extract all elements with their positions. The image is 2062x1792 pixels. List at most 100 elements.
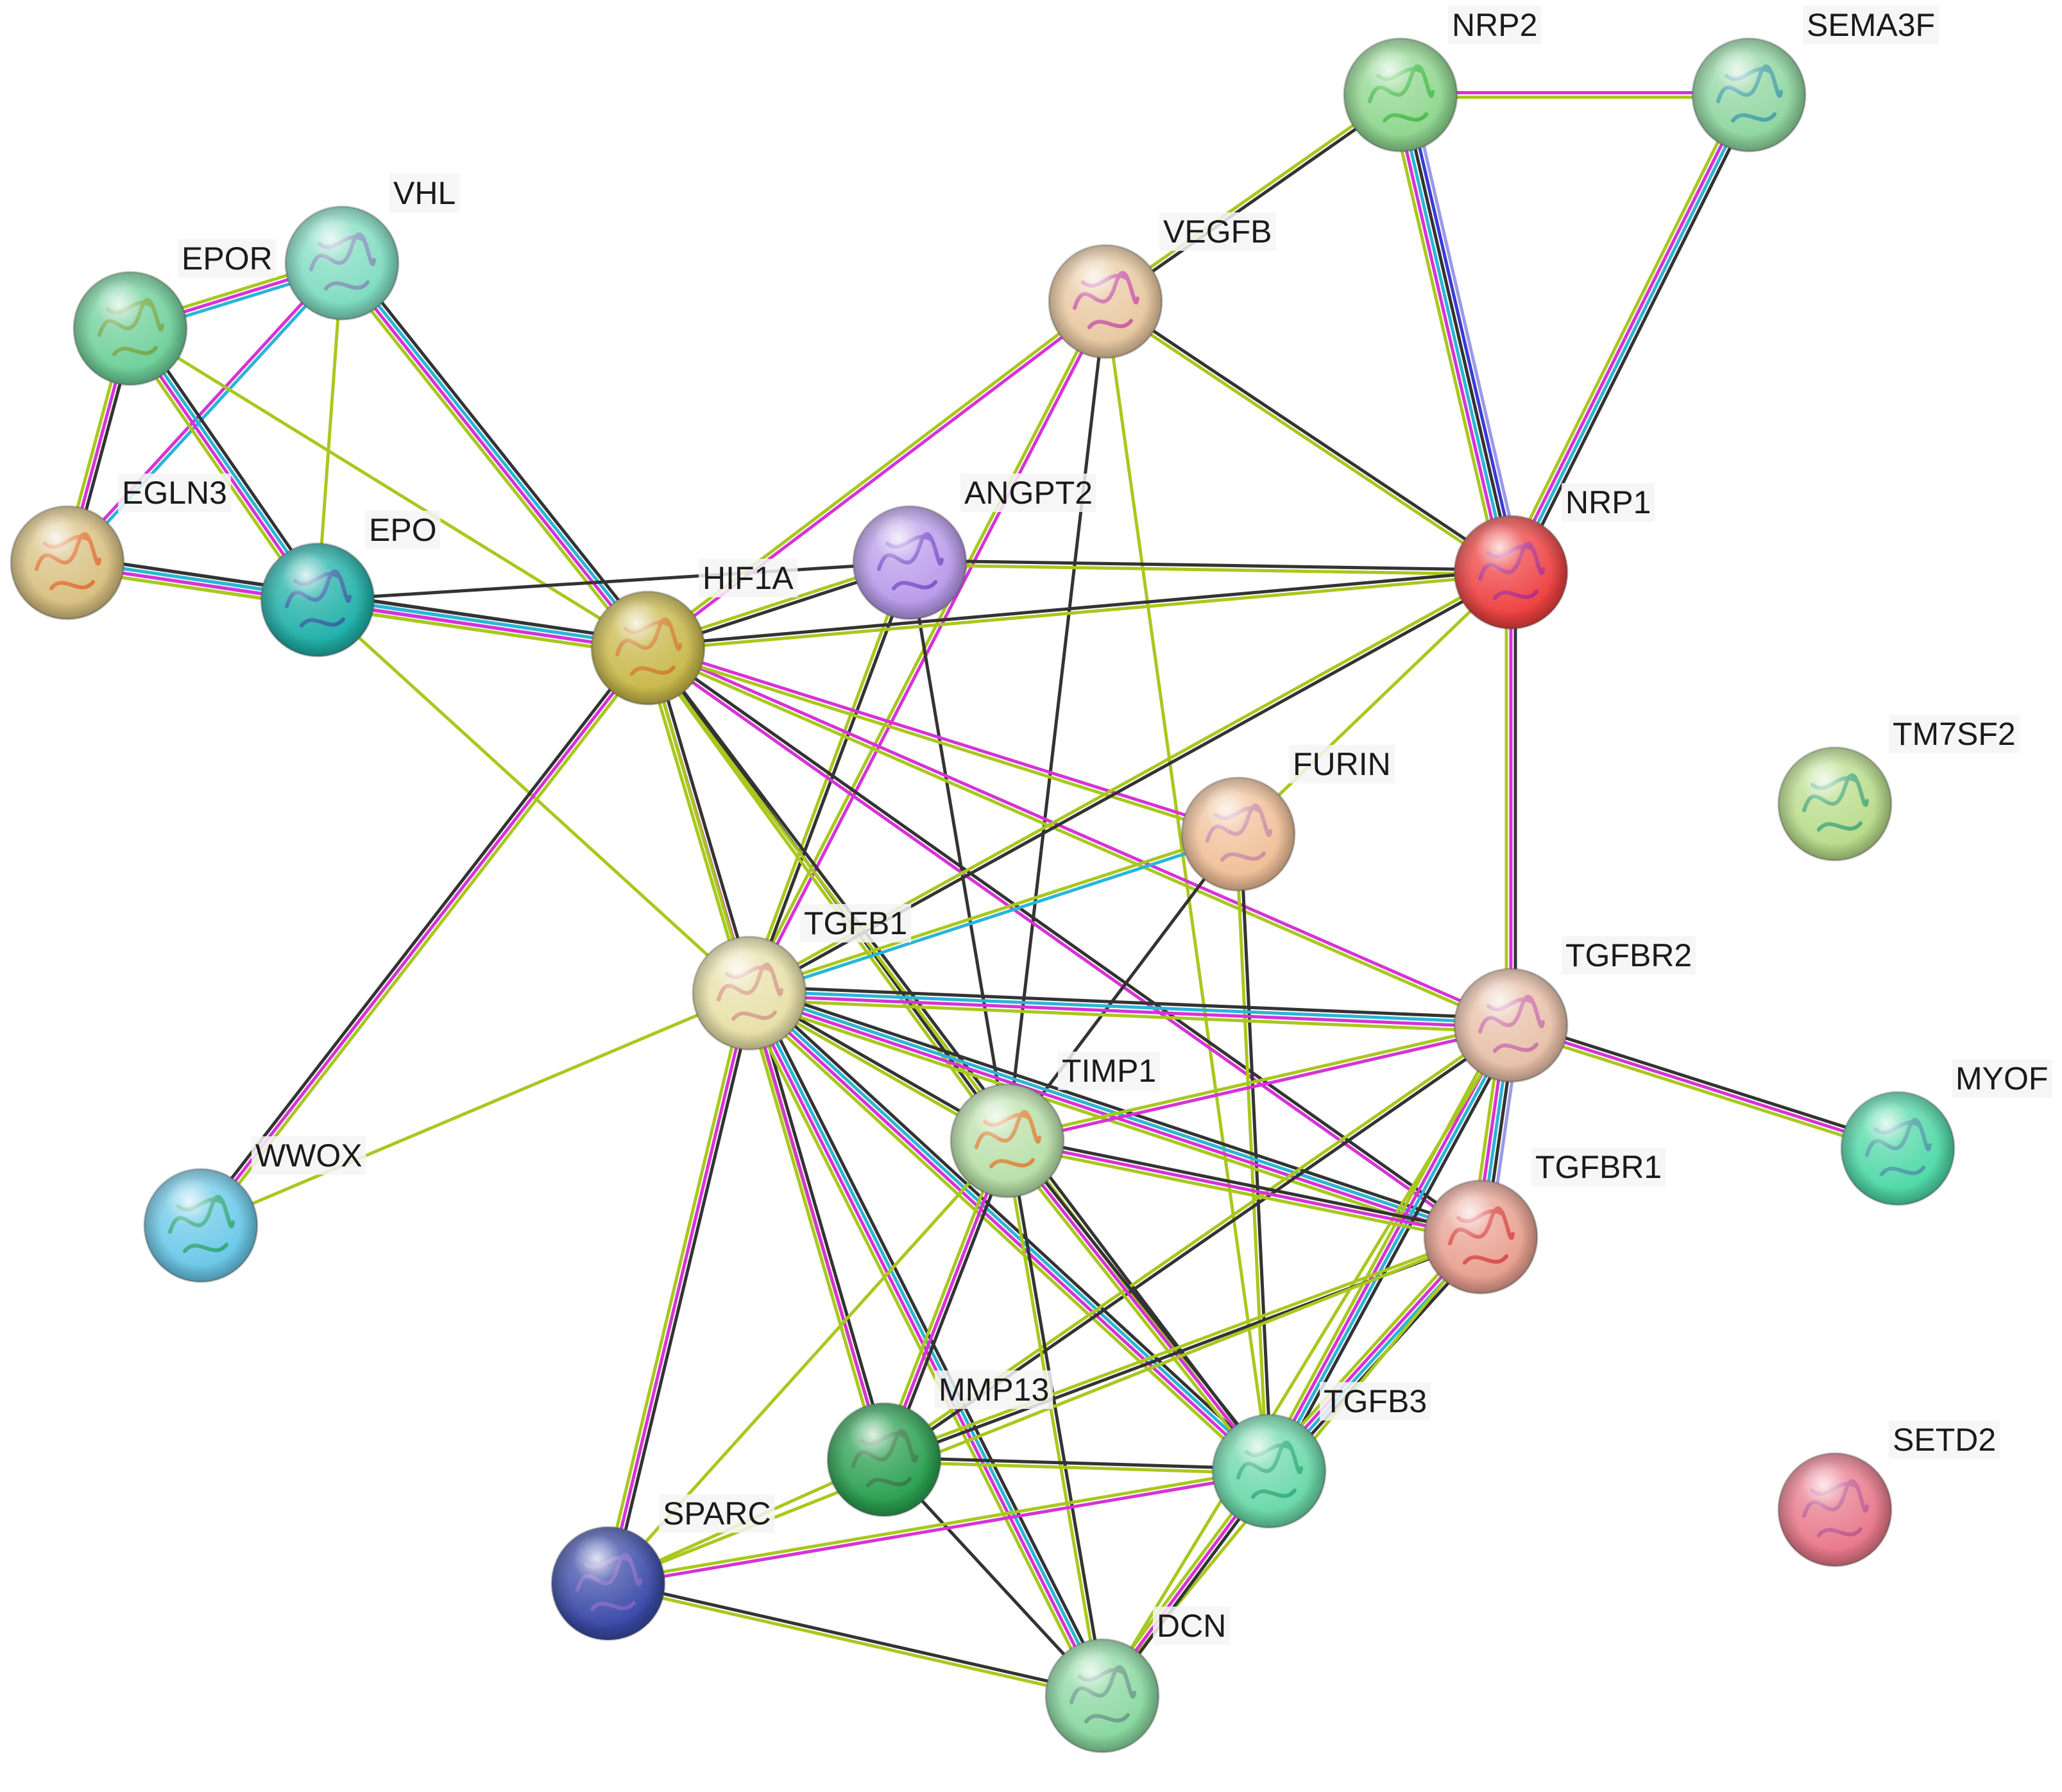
- node-label-background: [1531, 1148, 1666, 1186]
- node-label-background: [1153, 1607, 1231, 1645]
- evidence-line-lime: [908, 563, 1513, 576]
- evidence-line-lime: [606, 1583, 1103, 1700]
- evidence-line-black: [1006, 1134, 1483, 1234]
- node-epo[interactable]: EPO: [260, 511, 441, 658]
- evidence-line-black: [607, 1580, 1105, 1696]
- edge-timp1-dcn: [1003, 1138, 1106, 1698]
- evidence-line-lime: [1005, 1021, 1512, 1141]
- node-mmp13[interactable]: MMP13: [826, 1370, 1053, 1517]
- evidence-line-magenta: [607, 1471, 1272, 1587]
- node-label-tgfb3: TGFB3: [1324, 1383, 1427, 1419]
- node-highlight: [1049, 245, 1162, 358]
- evidence-line-cyan: [748, 834, 1241, 997]
- evidence-line-blue: [1405, 92, 1519, 573]
- evidence-line-magenta: [1507, 92, 1749, 573]
- node-label-angpt2: ANGPT2: [964, 475, 1093, 511]
- edge-nrp2-sema3f: [1399, 91, 1751, 99]
- evidence-line-lime: [642, 647, 747, 996]
- node-timp1[interactable]: TIMP1: [950, 1052, 1161, 1199]
- evidence-line-magenta: [747, 993, 1513, 1029]
- node-setd2[interactable]: SETD2: [1777, 1421, 2000, 1567]
- node-label-tgfbr2: TGFBR2: [1565, 937, 1692, 973]
- evidence-line-lime: [128, 327, 650, 650]
- node-egln3[interactable]: EGLN3: [10, 474, 231, 620]
- evidence-line-magenta: [338, 262, 648, 651]
- evidence-line-black: [611, 993, 756, 1587]
- edge-vhl-egln3: [64, 260, 346, 566]
- node-label-background: [1562, 936, 1696, 975]
- node-label-mmp13: MMP13: [939, 1372, 1049, 1408]
- node-vegfb[interactable]: VEGFB: [1048, 212, 1276, 359]
- edge-furin-tgfb1: [747, 830, 1241, 997]
- edge-nrp1-tgfbr2: [1504, 570, 1517, 1027]
- node-highlight: [1344, 38, 1457, 151]
- node-label-background: [1159, 212, 1276, 251]
- edge-tgfb1-tgfb3: [743, 986, 1275, 1478]
- evidence-line-magenta: [746, 993, 1270, 1475]
- node-label-sema3f: SEMA3F: [1807, 7, 1935, 43]
- evidence-line-magenta: [747, 991, 886, 1462]
- evidence-line-cyan: [747, 989, 1513, 1025]
- edge-mmp13-tgfb3: [882, 1456, 1271, 1475]
- evidence-line-black: [1005, 300, 1107, 1143]
- edge-tgfb1-tgfbr2: [747, 985, 1513, 1034]
- node-vhl[interactable]: VHL: [284, 174, 460, 321]
- node-highlight: [144, 1169, 257, 1282]
- node-tm7sf2[interactable]: TM7SF2: [1777, 715, 2020, 862]
- node-label-background: [960, 474, 1097, 512]
- evidence-line-lime: [645, 648, 1240, 838]
- edge-tgfb1-sparc: [602, 990, 756, 1587]
- edge-epo-angpt2: [316, 561, 912, 602]
- node-tgfbr2[interactable]: TGFBR2: [1453, 936, 1696, 1083]
- node-dcn[interactable]: DCN: [1044, 1607, 1231, 1754]
- evidence-line-lime: [882, 1233, 1482, 1460]
- node-tgfb3[interactable]: TGFB3: [1211, 1382, 1431, 1529]
- edge-tgfb3-sparc: [606, 1467, 1272, 1587]
- edge-vhl-hif1a: [335, 257, 655, 654]
- evidence-line-black: [1007, 1138, 1106, 1697]
- evidence-line-lime: [1100, 1023, 1513, 1698]
- edge-hif1a-nrp1: [646, 568, 1513, 652]
- evidence-line-black: [646, 568, 1513, 648]
- evidence-line-magenta: [199, 646, 650, 1227]
- evidence-line-magenta: [1509, 1023, 1900, 1150]
- evidence-line-lime: [1002, 1141, 1268, 1476]
- node-sema3f[interactable]: SEMA3F: [1691, 6, 1939, 153]
- node-wwox[interactable]: WWOX: [143, 1136, 366, 1283]
- edge-tgfbr2-myof: [1508, 1019, 1901, 1155]
- node-nrp2[interactable]: NRP2: [1343, 6, 1542, 153]
- node-label-background: [1952, 1059, 2052, 1098]
- evidence-line-magenta: [882, 1139, 1009, 1462]
- node-myof[interactable]: MYOF: [1840, 1059, 2052, 1206]
- evidence-line-black: [1515, 96, 1757, 577]
- edge-tgfb1-mmp13: [743, 990, 890, 1463]
- node-angpt2[interactable]: ANGPT2: [852, 474, 1097, 620]
- evidence-line-lime: [747, 998, 1513, 1034]
- node-highlight: [285, 207, 398, 320]
- edge-timp1-tgfb3: [1002, 1136, 1274, 1476]
- node-tgfb1[interactable]: TGFB1: [692, 904, 912, 1051]
- node-highlight: [1778, 747, 1891, 860]
- node-nrp1[interactable]: NRP1: [1453, 483, 1655, 630]
- node-highlight: [951, 1084, 1064, 1197]
- edge-layer: [61, 90, 1901, 1701]
- node-tgfbr1[interactable]: TGFBR1: [1423, 1148, 1666, 1295]
- evidence-line-lime: [606, 1467, 1270, 1583]
- edge-timp1-tgfbr1: [1005, 1134, 1483, 1243]
- edge-nrp2-vegfb: [1102, 91, 1404, 305]
- node-highlight: [1841, 1092, 1954, 1205]
- node-epor[interactable]: EPOR: [72, 239, 277, 386]
- evidence-line-black: [1238, 832, 1273, 1473]
- evidence-line-black: [747, 985, 1513, 1021]
- node-highlight: [74, 272, 187, 385]
- edge-sparc-dcn: [606, 1580, 1105, 1700]
- edge-hif1a-tgfbr2: [645, 644, 1513, 1029]
- node-sparc[interactable]: SPARC: [550, 1494, 775, 1641]
- node-label-myof: MYOF: [1955, 1061, 2048, 1097]
- node-furin[interactable]: FURIN: [1180, 745, 1395, 892]
- node-label-background: [1058, 1052, 1161, 1090]
- node-hif1a[interactable]: HIF1A: [590, 559, 798, 706]
- node-label-background: [365, 511, 441, 549]
- node-label-epo: EPO: [369, 512, 437, 548]
- evidence-line-black: [908, 561, 1009, 1143]
